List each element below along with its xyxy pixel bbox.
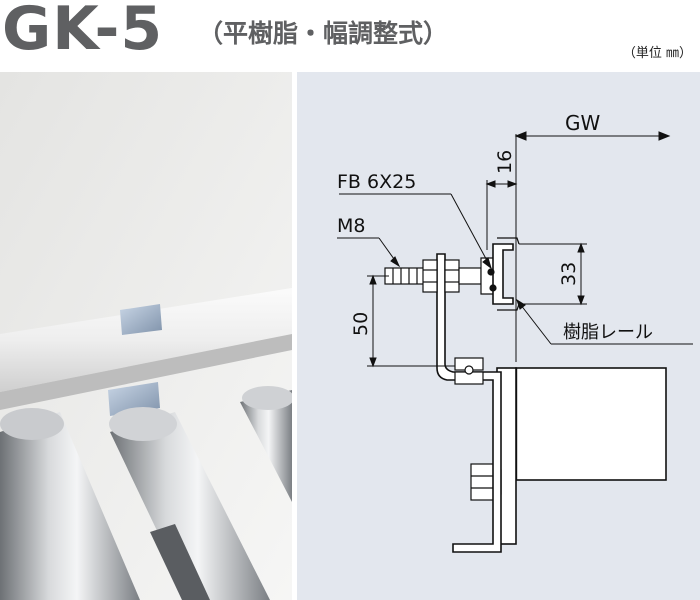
dim50-arrow-top — [369, 274, 377, 285]
photo-roller-2-end — [109, 407, 177, 441]
dim50-arrow-bottom — [369, 357, 377, 368]
photo-roller-2 — [110, 412, 270, 600]
bracket-bolt-center — [464, 365, 474, 375]
fastener-leader-arrow — [482, 257, 492, 270]
l-bracket — [436, 253, 502, 553]
fb-screw-mark-1 — [487, 268, 495, 276]
resin-rail-top — [497, 237, 520, 245]
unit-note: （単位 ㎜） — [622, 46, 692, 61]
gw-arrow-left — [514, 131, 527, 141]
technical-drawing-panel: GW 16 FB 6X25 M8 33 50 樹脂レール — [297, 72, 700, 600]
fastener-leader-diagonal — [450, 193, 492, 269]
dim33-arrow-top — [577, 242, 585, 253]
rail-label: 樹脂レール — [563, 322, 653, 343]
m8-nut-right — [444, 259, 460, 293]
photo-roller-3-end — [242, 386, 292, 410]
photo-plastic-rail — [0, 288, 292, 392]
m8-bolt-end — [458, 267, 482, 285]
product-photo-drawing — [0, 72, 292, 600]
fb-screw-mark-2 — [489, 284, 497, 292]
dim-50-label: 50 — [350, 312, 372, 336]
dim-16-label: 16 — [494, 150, 516, 174]
photo-roller-shaft — [150, 524, 210, 600]
bolt-label: M8 — [337, 215, 365, 237]
product-photo — [0, 72, 292, 600]
title-bar: GK-5 （平樹脂・幅調整式） （単位 ㎜） — [0, 0, 700, 70]
model-description: （平樹脂・幅調整式） — [198, 19, 449, 48]
dim16-arrow-left — [485, 180, 496, 188]
photo-roller-1-end — [0, 408, 64, 440]
gw-arrow-right — [658, 131, 671, 141]
gw-label: GW — [565, 111, 600, 135]
photo-roller-1 — [0, 412, 140, 600]
photo-rail-shadow — [0, 334, 292, 410]
conveyor-frame — [515, 367, 667, 481]
technical-drawing: GW 16 FB 6X25 M8 33 50 樹脂レール — [337, 111, 693, 553]
photo-roller-3 — [240, 390, 292, 502]
dim16-arrow-right — [507, 180, 518, 188]
m8-bolt-shaft — [384, 267, 428, 285]
model-code: GK-5 — [2, 0, 164, 64]
bolt-leader-arrow — [390, 256, 401, 268]
m8-nut-left — [422, 259, 438, 293]
resin-rail-bottom — [497, 303, 520, 311]
resin-rail — [492, 243, 514, 305]
dim-33-label: 33 — [558, 262, 580, 286]
rail-leader-arrow — [516, 298, 526, 310]
photo-bracket-top — [120, 304, 162, 335]
frame-bolt-head — [470, 463, 496, 501]
dim33-arrow-bottom — [577, 295, 585, 306]
fastener-label: FB 6X25 — [337, 171, 416, 193]
